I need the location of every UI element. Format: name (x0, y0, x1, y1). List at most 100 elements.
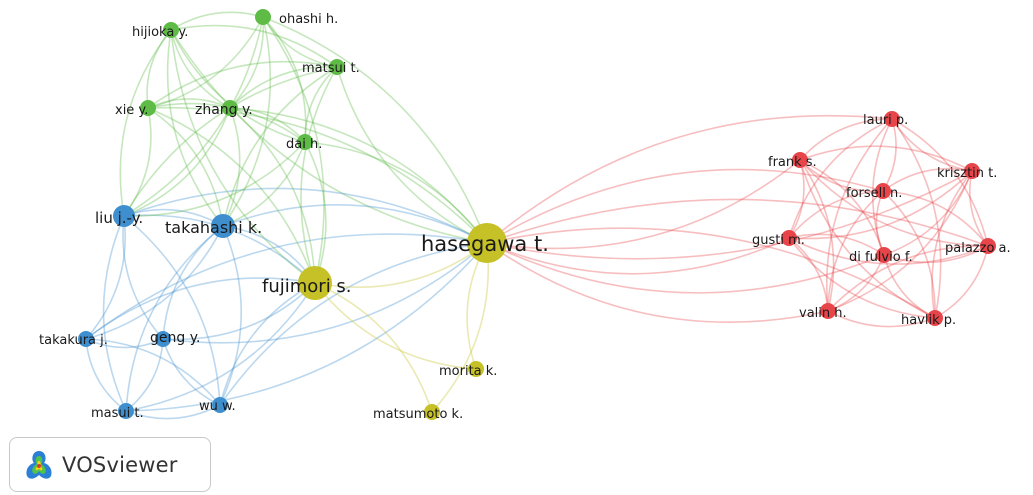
link-hasegawa-liu (123, 187, 488, 244)
node-zhang[interactable] (222, 100, 238, 116)
link-fujimori-wu (219, 282, 316, 406)
link-ohashi-zhang (229, 16, 265, 109)
link-geng-wu (162, 338, 221, 406)
link-gusti-palazzo (788, 237, 989, 265)
link-xie-liu (123, 107, 152, 217)
node-frank[interactable] (792, 152, 808, 168)
node-dai[interactable] (297, 134, 313, 150)
node-valin[interactable] (820, 303, 836, 319)
link-ohashi-dai (262, 16, 307, 143)
link-liu-masui (102, 215, 127, 412)
label-difulvio: di fulvio f. (849, 250, 913, 265)
link-gusti-valin (788, 237, 829, 312)
link-lauri-valin (825, 118, 893, 312)
node-difulvio[interactable] (876, 247, 892, 263)
link-hasegawa-havlik (486, 227, 936, 319)
link-gusti-difulvio (788, 233, 885, 256)
node-takahashi[interactable] (211, 214, 235, 238)
link-hasegawa-fujimori (314, 242, 488, 288)
link-lauri-palazzo (891, 118, 989, 247)
link-frank-difulvio (799, 159, 885, 256)
link-liu-takakura (85, 215, 126, 340)
node-wu[interactable] (212, 397, 228, 413)
link-ohashi-matsui (262, 16, 338, 68)
node-krisztin[interactable] (964, 163, 980, 179)
node-havlik[interactable] (927, 310, 943, 326)
link-fujimori-ohashi (262, 16, 325, 284)
link-matsui-takahashi (222, 66, 338, 227)
node-fujimori[interactable] (298, 266, 332, 300)
link-fujimori-geng (162, 282, 316, 341)
link-lauri-krisztin (891, 118, 973, 172)
link-hijioka-xie (146, 29, 172, 109)
link-krisztin-havlik (931, 170, 973, 319)
link-takahashi-takakura (85, 225, 224, 340)
node-morita[interactable] (468, 361, 484, 377)
node-masui[interactable] (118, 403, 134, 419)
link-hasegawa-frank (486, 159, 801, 250)
link-lauri-frank (799, 118, 893, 161)
link-hijioka-takahashi (166, 29, 224, 227)
link-hijioka-liu (119, 29, 172, 217)
label-fujimori: fujimori s. (262, 276, 352, 297)
link-fujimori-zhang (229, 107, 316, 284)
link-frank-krisztin (799, 145, 973, 172)
node-matsumoto[interactable] (424, 404, 440, 420)
link-matsui-liu (123, 66, 338, 217)
node-hijioka[interactable] (163, 22, 179, 38)
link-krisztin-valin (827, 170, 973, 312)
node-ohashi[interactable] (255, 9, 271, 25)
link-ohashi-takahashi (222, 16, 272, 227)
link-hijioka-matsui (170, 24, 338, 68)
link-hasegawa-palazzo (486, 198, 989, 247)
node-lauri[interactable] (884, 111, 900, 127)
link-hasegawa-forsell (486, 168, 884, 244)
link-krisztin-forsell (882, 167, 973, 192)
link-geng-masui (125, 338, 164, 412)
link-takahashi-masui (125, 225, 224, 412)
node-forsell[interactable] (875, 183, 891, 199)
link-dai-liu (123, 141, 306, 217)
link-palazzo-havlik (934, 245, 989, 319)
label-krisztin: krisztin t. (937, 166, 997, 181)
link-frank-havlik (799, 159, 936, 319)
label-liu: liu j.-y. (95, 209, 143, 227)
link-hasegawa-geng (162, 242, 488, 344)
link-liu-wu (123, 215, 221, 406)
node-liu[interactable] (113, 205, 135, 227)
node-xie[interactable] (140, 100, 156, 116)
link-hasegawa-xie (147, 106, 488, 244)
link-ohashi-hijioka (170, 11, 264, 31)
node-geng[interactable] (155, 331, 171, 347)
node-hasegawa[interactable] (467, 223, 507, 263)
link-forsell-palazzo (882, 190, 989, 247)
link-hasegawa-difulvio (486, 242, 885, 294)
link-hasegawa-takahashi (222, 204, 488, 244)
node-takakura[interactable] (78, 331, 94, 347)
label-gusti: gusti m. (752, 233, 805, 248)
link-hasegawa-masui (125, 242, 488, 412)
label-valin: valin h. (799, 306, 847, 321)
link-hijioka-zhang (170, 29, 231, 109)
link-hasegawa-dai (304, 141, 488, 244)
link-frank-valin (799, 159, 835, 312)
label-dai: dai h. (286, 137, 322, 152)
link-hasegawa-matsumoto (431, 242, 490, 413)
link-forsell-valin (827, 190, 884, 312)
label-matsui: matsui t. (302, 61, 360, 76)
node-palazzo[interactable] (980, 238, 996, 254)
node-matsui[interactable] (329, 59, 345, 75)
link-dai-takahashi (222, 141, 306, 227)
link-hasegawa-gusti (486, 237, 790, 275)
link-matsui-zhang (229, 66, 338, 109)
link-fujimori-xie (147, 107, 316, 284)
link-hasegawa-krisztin (486, 170, 973, 260)
link-liu-geng (122, 215, 164, 340)
link-difulvio-palazzo (883, 245, 989, 264)
link-frank-gusti (788, 159, 805, 239)
label-havlik: havlik p. (901, 313, 956, 328)
link-xie-takahashi (147, 107, 224, 227)
label-masui: masui t. (91, 406, 144, 421)
node-gusti[interactable] (781, 230, 797, 246)
link-frank-palazzo (799, 159, 989, 247)
